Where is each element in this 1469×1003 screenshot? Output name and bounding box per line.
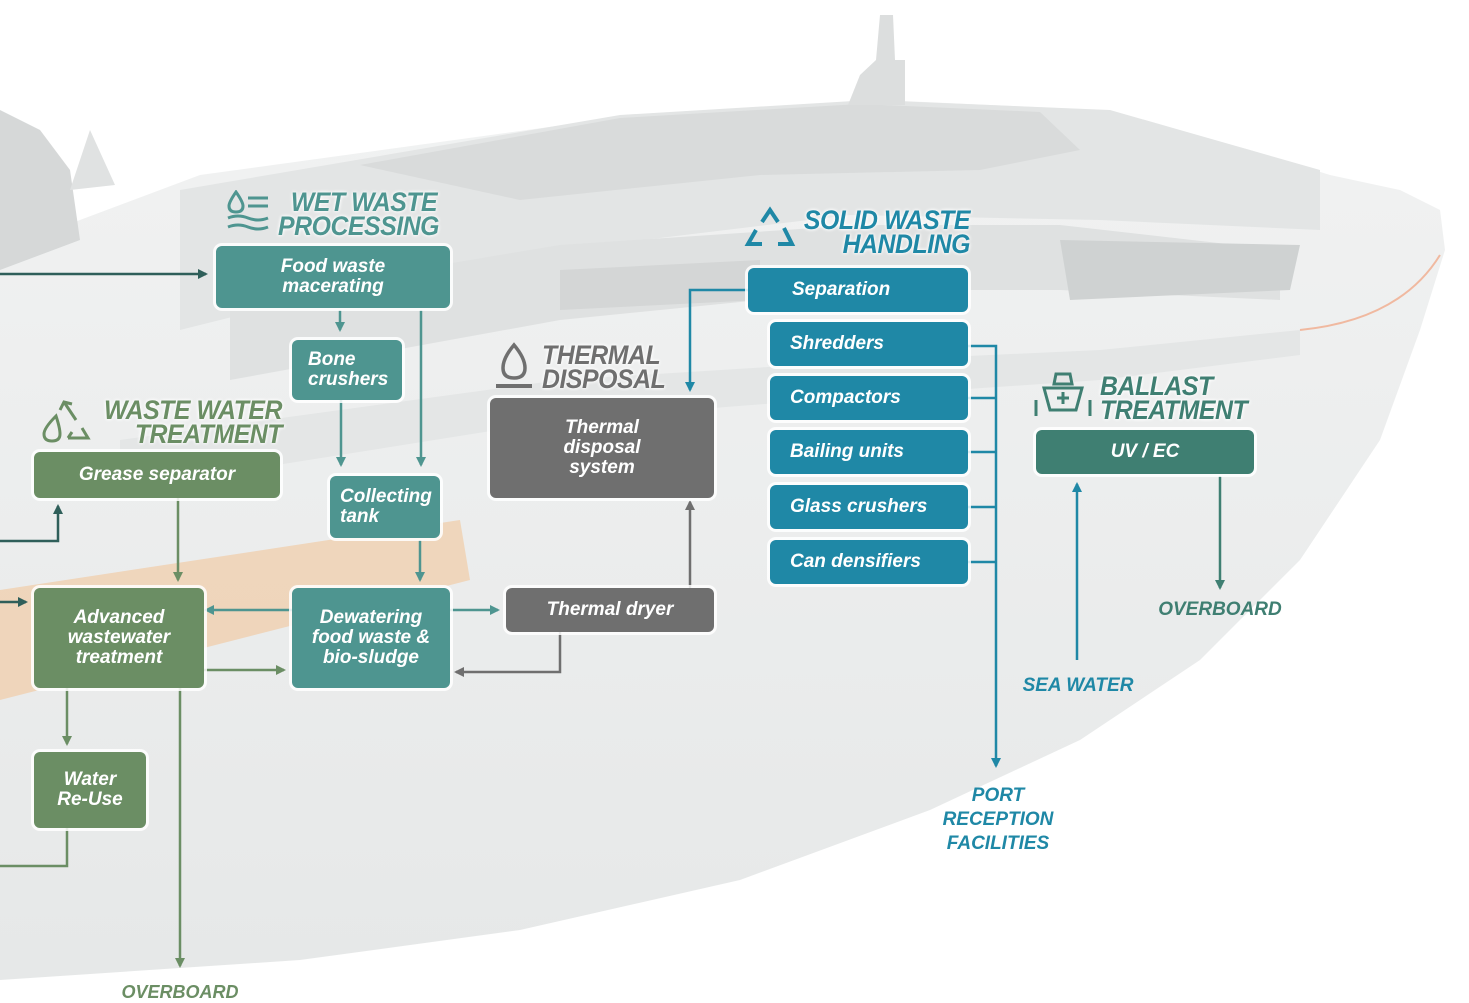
food-waste-line1: Food waste — [280, 256, 386, 277]
arrow-in-grease — [0, 504, 63, 543]
thermal-system-line3: system — [569, 457, 635, 478]
port-line2: RECEPTION — [942, 809, 1054, 830]
recycle-icon — [744, 206, 796, 246]
advanced-line3: treatment — [75, 647, 163, 668]
overboard-wastewater-label: OVERBOARD — [121, 982, 239, 1002]
shredders-box: Shredders — [770, 322, 968, 366]
advanced-line2: wastewater — [67, 627, 171, 648]
bone-crushers-line2: crushers — [308, 369, 389, 390]
thermal-title: THERMAL DISPOSAL — [542, 340, 666, 394]
compactors-box: Compactors — [770, 376, 968, 420]
line-reuse-out — [0, 828, 69, 868]
dewatering-line3: bio-sludge — [322, 647, 420, 668]
glass-crushers-label: Glass crushers — [790, 496, 928, 517]
sea-water-label: SEA WATER — [1022, 675, 1134, 696]
port-reception-label: PORT RECEPTION FACILITIES — [918, 784, 1078, 856]
glass-crushers-box: Glass crushers — [770, 485, 968, 529]
water-drop-icon — [227, 190, 269, 231]
grease-separator-box: Grease separator — [34, 452, 280, 498]
advanced-line1: Advanced — [73, 607, 165, 628]
ballast-title: BALLAST TREATMENT — [1100, 371, 1248, 425]
uv-ec-box: UV / EC — [1036, 430, 1254, 474]
thermal-system-line1: Thermal — [565, 417, 639, 438]
thermal-dryer-box: Thermal dryer — [506, 588, 714, 632]
dewatering-line1: Dewatering — [319, 607, 423, 628]
thermal-title-line2: DISPOSAL — [542, 364, 666, 394]
wet-waste-title-line1: WET WASTE — [290, 187, 438, 217]
bracket-solid-waste — [968, 344, 1001, 768]
wet-waste-title-line2: PROCESSING — [278, 211, 440, 241]
arrow-separation-to-thermal — [685, 288, 750, 392]
waste-water-title-line2: TREATMENT — [134, 419, 283, 449]
ballast-title-line1: BALLAST — [1100, 371, 1213, 401]
collecting-tank-line1: Collecting — [340, 486, 432, 507]
collecting-tank-line2: tank — [340, 506, 380, 527]
solid-waste-title-line1: SOLID WASTE — [803, 205, 971, 235]
solid-waste-title-line2: HANDLING — [842, 229, 971, 259]
thermal-title-line1: THERMAL — [542, 340, 661, 370]
grease-separator-label: Grease separator — [78, 464, 236, 485]
waste-water-title-line1: WASTE WATER — [103, 395, 282, 425]
bailing-units-box: Bailing units — [770, 430, 968, 474]
ship-mast — [848, 15, 905, 105]
water-reuse-line1: Water — [63, 769, 117, 790]
solid-waste-title: SOLID WASTE HANDLING — [786, 205, 971, 259]
bone-crushers-line1: Bone — [308, 349, 356, 370]
separation-box: Separation — [748, 268, 968, 312]
overboard-ballast-label: OVERBOARD — [1158, 599, 1282, 620]
thermal-system-line2: disposal — [563, 437, 641, 458]
thermal-dryer-label: Thermal dryer — [546, 599, 674, 620]
recycle-water-icon — [42, 400, 91, 443]
port-line3: FACILITIES — [946, 833, 1050, 854]
compactors-label: Compactors — [790, 387, 901, 408]
arrow-dryer-to-dewater — [454, 632, 562, 677]
ship-funnel — [0, 110, 80, 270]
can-densifiers-label: Can densifiers — [790, 551, 921, 572]
water-reuse-line2: Re-Use — [57, 789, 123, 810]
bailing-units-label: Bailing units — [790, 441, 904, 462]
uv-ec-label: UV / EC — [1110, 441, 1180, 462]
ship-icon — [1034, 372, 1092, 416]
ballast-title-line2: TREATMENT — [1100, 395, 1248, 425]
separation-label: Separation — [792, 279, 891, 300]
flame-icon — [496, 342, 532, 388]
shredders-label: Shredders — [790, 333, 884, 354]
waste-water-title: WASTE WATER TREATMENT — [98, 395, 283, 449]
wet-waste-title: WET WASTE PROCESSING — [278, 187, 440, 241]
can-densifiers-box: Can densifiers — [770, 540, 968, 584]
dewatering-line2: food waste & — [311, 627, 431, 648]
port-line1: PORT — [971, 785, 1025, 806]
food-waste-line2: macerating — [282, 276, 384, 297]
